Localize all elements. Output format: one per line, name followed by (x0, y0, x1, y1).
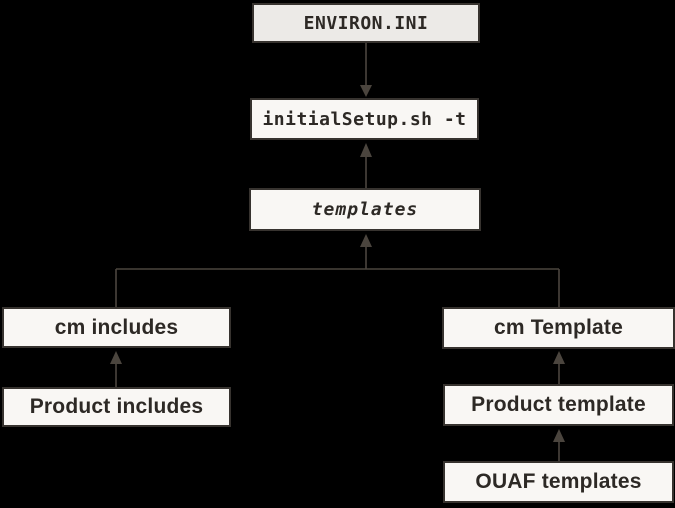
node-initialsetup: initialSetup.sh -t (250, 98, 479, 140)
node-templates: templates (249, 188, 481, 231)
edge-environ-to-initialsetup (360, 43, 372, 97)
node-ouaf-templates: OUAF templates (443, 461, 674, 503)
edge-producttemplate-to-cmtemplate (553, 351, 565, 384)
edge-branch-to-templates (360, 234, 372, 269)
edge-templates-to-initialsetup (360, 143, 372, 188)
node-product-includes: Product includes (2, 387, 231, 427)
node-cm-includes: cm includes (2, 307, 231, 348)
edge-productincludes-to-cmincludes (110, 351, 122, 387)
node-environ-ini: ENVIRON.INI (252, 3, 480, 43)
node-product-template: Product template (443, 384, 674, 426)
branch-connector (115, 268, 560, 307)
edge-ouaf-to-producttemplate (553, 429, 565, 461)
node-cm-template: cm Template (442, 307, 675, 349)
